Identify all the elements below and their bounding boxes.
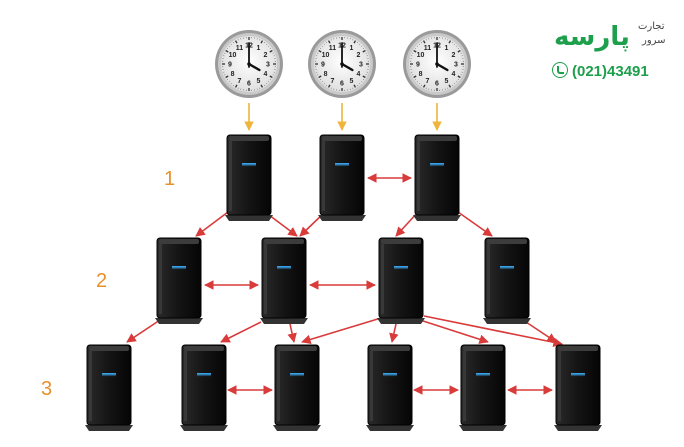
- server-icon: [155, 237, 203, 324]
- server-icon: [225, 134, 273, 221]
- svg-text:4: 4: [357, 71, 361, 78]
- level-label-2: 2: [96, 270, 108, 292]
- svg-text:5: 5: [257, 78, 261, 85]
- svg-text:8: 8: [231, 71, 235, 78]
- phone-icon: [552, 62, 568, 78]
- brand-tagline-top: تجارت: [638, 21, 665, 32]
- brand-logo: پارسه تجارت سرور (021)43491: [550, 18, 670, 83]
- server-icon: [413, 134, 461, 221]
- reference-arrow: [389, 323, 399, 343]
- svg-text:7: 7: [238, 78, 242, 85]
- svg-text:9: 9: [416, 62, 420, 69]
- server-icon: [483, 237, 531, 324]
- svg-text:9: 9: [321, 62, 325, 69]
- phone-number: (021)43491: [552, 62, 649, 80]
- svg-text:7: 7: [426, 78, 430, 85]
- level-label-3: 3: [41, 378, 53, 400]
- svg-text:2: 2: [452, 52, 456, 59]
- brand-name: پارسه: [554, 22, 630, 52]
- svg-text:3: 3: [359, 62, 363, 69]
- reference-arrow: [457, 211, 493, 237]
- svg-text:4: 4: [264, 71, 268, 78]
- reference-arrow: [525, 321, 557, 343]
- svg-text:2: 2: [357, 52, 361, 59]
- reference-arrow: [220, 321, 262, 343]
- svg-text:5: 5: [350, 78, 354, 85]
- reference-arrow: [126, 319, 161, 343]
- server-icon: [377, 237, 425, 324]
- svg-text:6: 6: [435, 81, 439, 88]
- server-icon: [366, 344, 414, 431]
- server-icon: [85, 344, 133, 431]
- server-icon: [554, 344, 602, 431]
- svg-text:6: 6: [247, 81, 251, 88]
- svg-text:10: 10: [417, 52, 425, 59]
- reference-arrow: [195, 211, 229, 237]
- svg-text:11: 11: [329, 45, 337, 52]
- brand-tagline-bottom: سرور: [642, 35, 666, 46]
- reference-arrow: [423, 315, 563, 347]
- reference-arrow: [301, 317, 382, 345]
- server-icon: [459, 344, 507, 431]
- svg-text:2: 2: [264, 52, 268, 59]
- server-icon: [318, 134, 366, 221]
- svg-text:8: 8: [324, 71, 328, 78]
- level-label-1: 1: [164, 168, 176, 190]
- svg-text:10: 10: [322, 52, 330, 59]
- svg-text:1: 1: [445, 45, 449, 52]
- svg-text:11: 11: [424, 45, 432, 52]
- svg-text:1: 1: [257, 45, 261, 52]
- svg-text:7: 7: [331, 78, 335, 85]
- svg-text:1: 1: [350, 45, 354, 52]
- reference-arrow: [287, 323, 297, 343]
- svg-text:6: 6: [340, 81, 344, 88]
- svg-text:10: 10: [229, 52, 237, 59]
- svg-text:3: 3: [454, 62, 458, 69]
- svg-text:9: 9: [228, 62, 232, 69]
- server-icon: [180, 344, 228, 431]
- svg-text:3: 3: [266, 62, 270, 69]
- svg-text:5: 5: [445, 78, 449, 85]
- server-icon: [273, 344, 321, 431]
- svg-text:4: 4: [452, 71, 456, 78]
- server-icon: [260, 237, 308, 324]
- svg-text:11: 11: [236, 45, 244, 52]
- reference-arrow: [419, 319, 489, 344]
- svg-text:8: 8: [419, 71, 423, 78]
